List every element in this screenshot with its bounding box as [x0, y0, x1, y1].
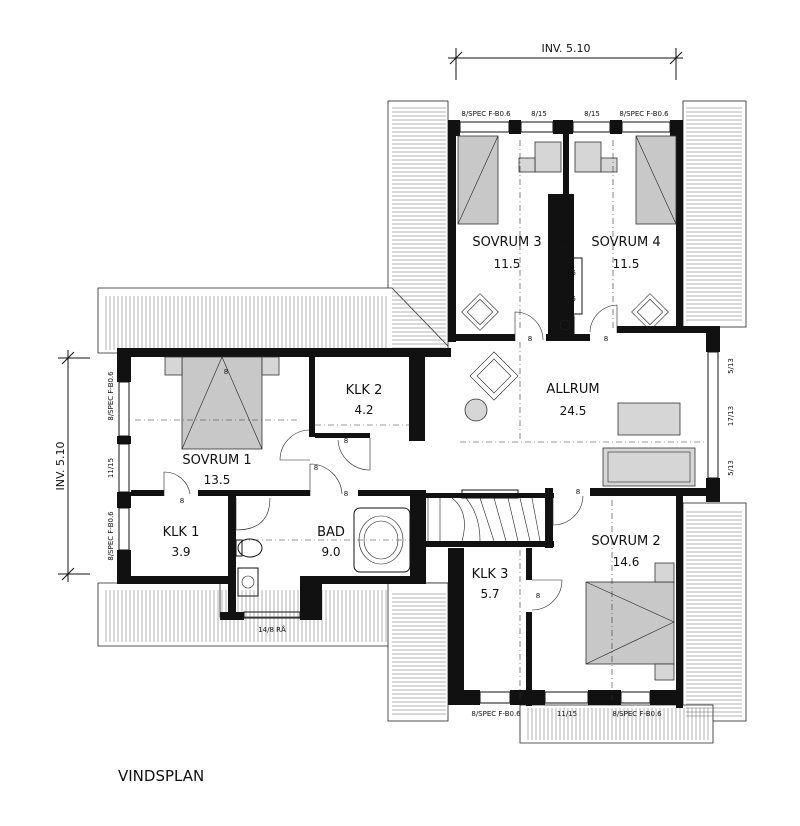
room-name-klk1: KLK 1: [163, 525, 200, 540]
bed-sovrum2: [585, 581, 675, 665]
door-label-klk3: 8: [536, 592, 540, 600]
room-area-klk1: 3.9: [171, 545, 190, 559]
door-label-klk2: 8: [344, 437, 348, 445]
door-label-sovrum2: 8: [576, 488, 580, 496]
closet-label-2: GL6: [555, 237, 569, 245]
window-label-bottom-mid: 11/15: [557, 710, 577, 718]
room-area-sovrum1: 13.5: [204, 473, 231, 487]
room-name-klk3: KLK 3: [472, 567, 509, 582]
roof-areas: [97, 100, 747, 744]
staircase: [427, 489, 541, 542]
room-name-sovrum3: SOVRUM 3: [472, 235, 541, 250]
sink: [237, 567, 259, 597]
door-labels: 8 8 8 8 8 8 8 8 8: [180, 335, 608, 600]
closet-label-4: GL6: [562, 295, 576, 303]
furniture: [164, 135, 696, 681]
dimension-top-label: INV. 5.10: [541, 42, 590, 55]
walls: [117, 120, 720, 708]
window-label-top-right: 8/SPEC F-B0.6: [619, 110, 669, 118]
window-label-left-mid: 11/15: [107, 458, 115, 478]
window-label-left-lower: 8/SPEC F-B0.6: [107, 511, 115, 561]
room-name-sovrum1: SOVRUM 1: [182, 453, 251, 468]
room-name-sovrum2: SOVRUM 2: [591, 534, 660, 549]
bed-sovrum1: [181, 356, 263, 450]
window-label-bottom-left: 8/SPEC F-B0.6: [471, 710, 521, 718]
roof-left-upper: [97, 287, 449, 354]
window-label-top-left: 8/SPEC F-B0.6: [461, 110, 511, 118]
closet-label-1: GL6: [555, 211, 569, 219]
room-name-sovrum4: SOVRUM 4: [591, 235, 660, 250]
room-area-bad: 9.0: [321, 545, 340, 559]
roof-bottom-left: [387, 582, 449, 722]
window-label-top-mid-right: 8/15: [584, 110, 600, 118]
room-area-sovrum3: 11.5: [494, 257, 521, 271]
room-area-klk3: 5.7: [480, 587, 499, 601]
closet-label-3: GL6: [562, 269, 576, 277]
door-label-sovrum1: 8: [224, 368, 228, 376]
dimension-left: INV. 5.10: [54, 350, 90, 582]
room-labels: SOVRUM 3 11.5 SOVRUM 4 11.5 ALLRUM 24.5 …: [163, 235, 661, 601]
window-label-bath: 14/8 RÅ: [258, 625, 286, 634]
window-labels: 8/SPEC F-B0.6 8/15 8/15 8/SPEC F-B0.6 8/…: [107, 110, 735, 718]
room-area-klk2: 4.2: [354, 403, 373, 417]
window-label-bottom-right: 8/SPEC F-B0.6: [612, 710, 662, 718]
window-label-right-lower: 5/13: [727, 460, 735, 476]
door-label-bad: 8: [344, 490, 348, 498]
shower: [235, 497, 271, 531]
door-label-sovrum3: 8: [528, 335, 532, 343]
door-label-sovrum4: 8: [604, 335, 608, 343]
room-name-allrum: ALLRUM: [546, 382, 599, 397]
room-name-bad: BAD: [317, 525, 345, 540]
window-label-top-mid-left: 8/15: [531, 110, 547, 118]
doors: [163, 304, 618, 611]
room-area-allrum: 24.5: [560, 404, 587, 418]
room-area-sovrum4: 11.5: [613, 257, 640, 271]
room-name-klk2: KLK 2: [346, 383, 383, 398]
door-label-klk1: 8: [180, 497, 184, 505]
window-label-right-mid: 17/13: [727, 406, 735, 426]
toilet: [237, 538, 263, 558]
door-label-hall: 8: [314, 464, 318, 472]
plan-title: VINDSPLAN: [118, 767, 204, 785]
ceiling-lines: [135, 140, 706, 700]
window-label-right-upper: 5/13: [727, 358, 735, 374]
closet-labels: GL6 GL6 GL6 GL6: [555, 211, 576, 303]
room-area-sovrum2: 14.6: [613, 555, 640, 569]
dimension-left-label: INV. 5.10: [54, 441, 67, 490]
roof-top-right: [682, 100, 747, 328]
dimension-top: INV. 5.10: [448, 42, 683, 80]
window-label-left-upper: 8/SPEC F-B0.6: [107, 371, 115, 421]
